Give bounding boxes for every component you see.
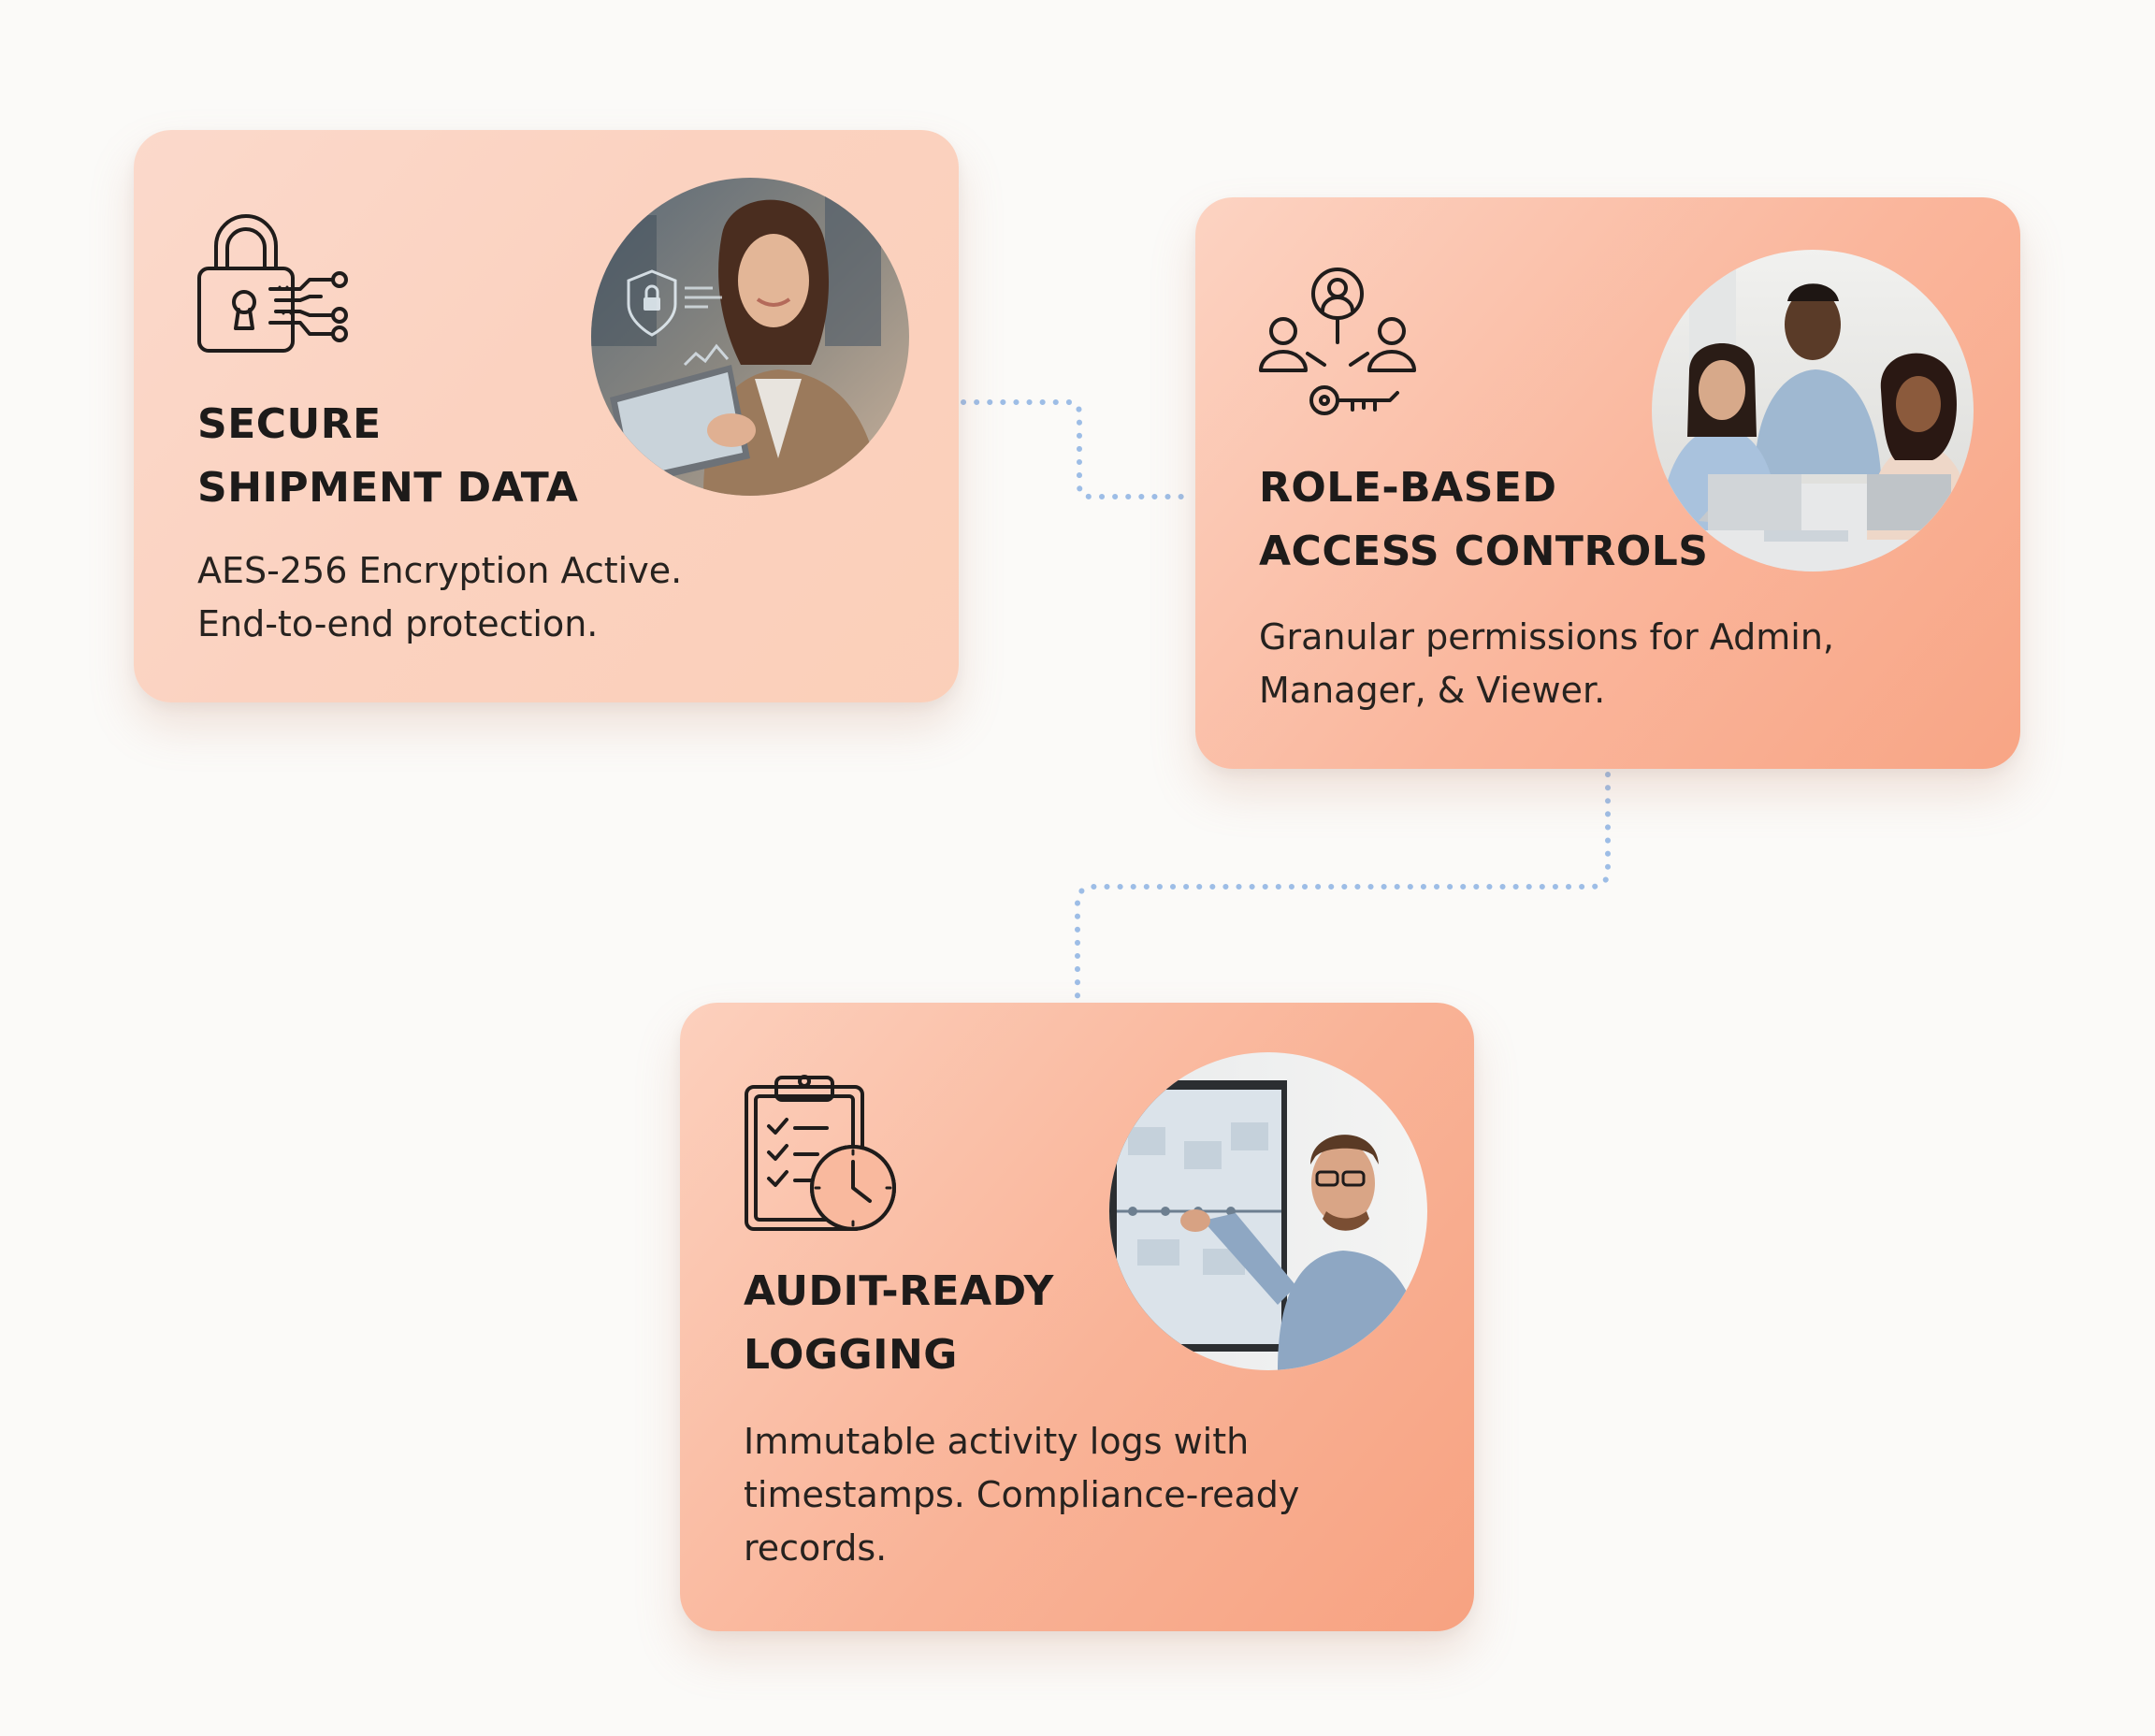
step-title: AUDIT-READY LOGGING <box>744 1267 1054 1379</box>
users-key-icon <box>1255 260 1424 428</box>
step-title: SECURE SHIPMENT DATA <box>197 400 579 512</box>
clipboard-clock-icon <box>741 1068 909 1237</box>
connector-role-to-audit <box>1075 772 1611 1004</box>
step-description: Immutable activity logs with timestamps.… <box>744 1421 1300 1569</box>
padlock-circuit-icon <box>190 203 358 371</box>
presenter-at-timeline-screen-photo <box>1109 1052 1427 1370</box>
step-card-role-based-access-controls: ROLE-BASED ACCESS CONTROLS Granular perm… <box>1195 197 2020 769</box>
woman-with-tablet-security-photo <box>591 178 909 496</box>
step-description: AES-256 Encryption Active. End-to-end pr… <box>197 550 683 644</box>
step-card-secure-shipment-data: SECURE SHIPMENT DATA AES-256 Encryption … <box>134 130 959 702</box>
step-description: Granular permissions for Admin, Manager,… <box>1259 616 1834 711</box>
step-card-audit-ready-logging: AUDIT-READY LOGGING Immutable activity l… <box>680 1003 1474 1631</box>
connector-secure-to-role <box>961 399 1196 499</box>
step-title: ROLE-BASED ACCESS CONTROLS <box>1259 464 1709 575</box>
